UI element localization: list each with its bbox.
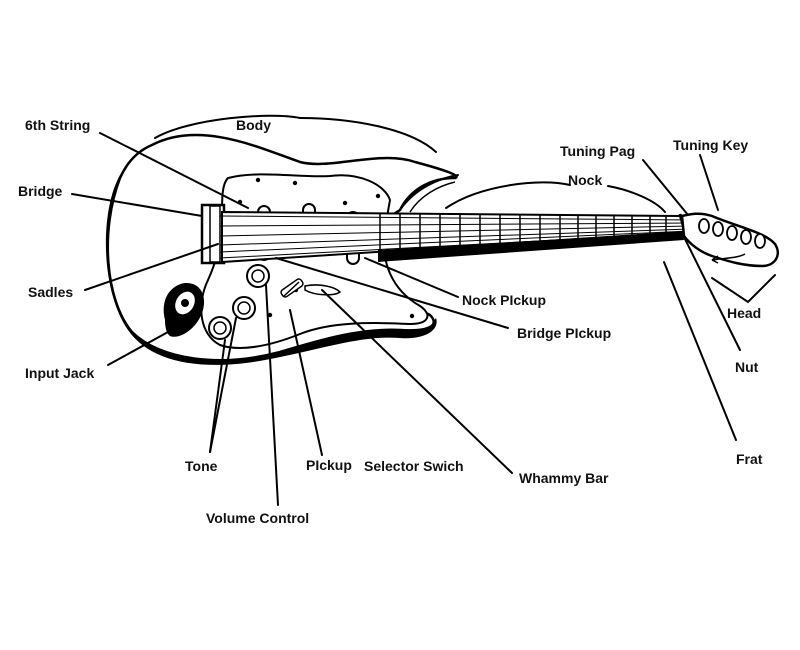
label-fret: Frat — [736, 451, 763, 467]
body-bracket-left — [154, 114, 301, 139]
label-input-jack: Input Jack — [25, 365, 94, 381]
label-6th-string: 6th String — [25, 117, 90, 133]
selector-switch — [280, 278, 304, 298]
label-tone: Tone — [185, 458, 218, 474]
label-tuning-key: Tuning Key — [673, 137, 748, 153]
input-jack — [163, 282, 205, 337]
label-bridge: Bridge — [18, 183, 63, 199]
label-sadles: Sadles — [28, 284, 73, 300]
label-selector-switch: Selector Swich — [364, 458, 464, 474]
label-whammy-bar: Whammy Bar — [519, 470, 609, 486]
guitar-neck — [219, 210, 691, 264]
label-neck-pickup: Nock PIckup — [462, 292, 546, 308]
headstock — [680, 212, 779, 268]
label-head: Head — [727, 305, 761, 321]
labels: 6th String Body Bridge Sadles Input Jack… — [18, 117, 763, 526]
label-neck: Nock — [568, 172, 602, 188]
saddles — [209, 205, 221, 263]
leader-lines — [71, 114, 776, 506]
tuning-pegs — [698, 218, 766, 249]
label-pickup: PIckup — [306, 457, 352, 473]
strings — [219, 215, 691, 259]
label-tuning-peg: Tuning Pag — [560, 143, 635, 159]
label-volume-control: Volume Control — [206, 510, 309, 526]
label-nut: Nut — [735, 359, 759, 375]
label-bridge-pickup: Bridge PIckup — [517, 325, 611, 341]
body-bracket-right — [299, 117, 437, 153]
label-body: Body — [236, 117, 271, 133]
